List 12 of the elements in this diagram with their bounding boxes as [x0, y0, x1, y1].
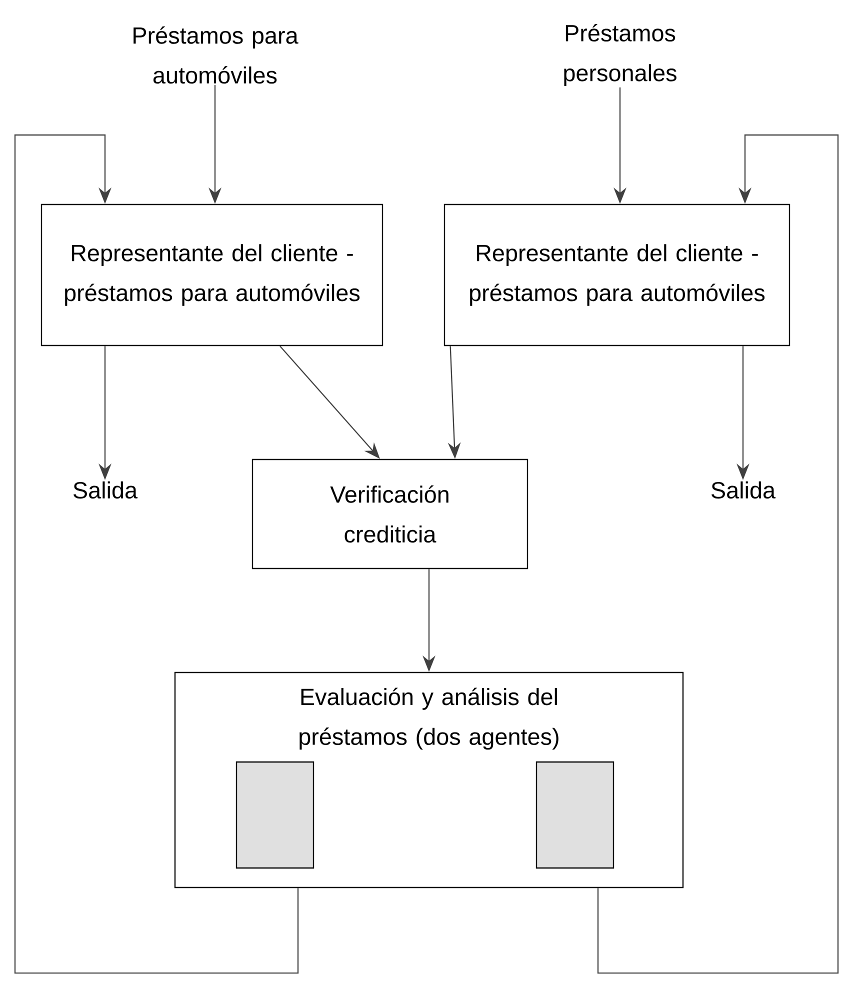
text-label: Salida — [712, 481, 776, 499]
agent-box — [536, 761, 614, 869]
process-box: Representante del cliente - préstamos para automóviles — [444, 204, 790, 346]
text-label: Salida — [74, 481, 138, 499]
agent-box — [236, 761, 314, 869]
process-box: Evaluación y análisis del préstamos (dos agentes) — [174, 672, 684, 888]
process-box: Verificación crediticia — [252, 458, 528, 570]
text-label: Préstamos para automóviles — [134, 26, 298, 84]
arrow — [597, 134, 839, 974]
arrow — [14, 134, 299, 974]
process-box: Representante del cliente - préstamos para automóviles — [40, 204, 384, 346]
text-label: Préstamos personales — [564, 24, 676, 86]
